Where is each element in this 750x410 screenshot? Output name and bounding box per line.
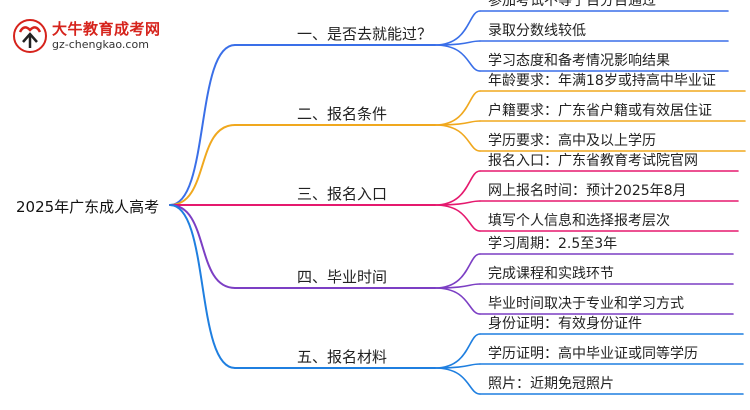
root-node-label: 2025年广东成人高考 <box>16 198 160 216</box>
leaf-label: 身份证明：有效身份证件 <box>488 316 642 332</box>
leaf-connector <box>434 10 481 46</box>
leaf-label: 学习态度和备考情况影响结果 <box>488 53 670 69</box>
leaf-label: 学历要求：高中及以上学历 <box>488 133 656 149</box>
branch-connector <box>169 44 236 206</box>
branch-connector <box>169 124 236 206</box>
leaf-connector <box>434 124 481 152</box>
logo-domain: gz-chengkao.com <box>52 38 149 51</box>
leaf-connector <box>434 363 481 369</box>
branch-label: 一、是否去就能过？ <box>297 25 433 43</box>
leaf-label: 年龄要求：年满18岁或持高中毕业证 <box>488 73 716 89</box>
leaf-label: 毕业时间取决于专业和学习方式 <box>488 296 684 312</box>
leaf-connector <box>434 287 481 315</box>
leaf-label: 照片：近期免冠照片 <box>488 376 614 392</box>
leaf-label: 报名入口：广东省教育考试院官网 <box>488 153 698 169</box>
leaf-connector <box>434 170 481 206</box>
leaf-connector <box>434 283 481 289</box>
leaf-connector <box>434 44 481 72</box>
leaf-connector <box>434 120 481 126</box>
bull-logo-icon <box>13 19 47 53</box>
leaf-connector <box>434 90 481 126</box>
leaf-label: 学习周期：2.5至3年 <box>488 236 618 252</box>
branch-connector <box>169 204 236 289</box>
branch-label: 五、报名材料 <box>297 348 388 366</box>
leaf-label: 网上报名时间：预计2025年8月 <box>488 183 687 199</box>
branch-label: 四、毕业时间 <box>297 268 388 286</box>
leaf-label: 填写个人信息和选择报考层次 <box>488 213 670 229</box>
branch-label: 三、报名入口 <box>297 185 388 203</box>
leaf-label: 户籍要求：广东省户籍或有效居住证 <box>488 103 712 119</box>
branch-label: 二、报名条件 <box>297 105 388 123</box>
leaf-label: 参加考试不等于百分百通过 <box>488 0 656 9</box>
leaf-connector <box>434 333 481 369</box>
leaf-connector <box>434 200 481 206</box>
leaf-label: 学历证明：高中毕业证或同等学历 <box>488 346 698 362</box>
leaf-label: 完成课程和实践环节 <box>488 266 614 282</box>
site-logo: 大牛教育成考网 gz-chengkao.com <box>10 16 210 56</box>
leaf-connector <box>434 204 481 232</box>
leaf-connector <box>434 367 481 395</box>
leaf-label: 录取分数线较低 <box>488 23 586 39</box>
leaf-connector <box>434 253 481 289</box>
leaf-connector <box>434 40 481 46</box>
logo-title: 大牛教育成考网 <box>52 20 161 38</box>
branch-connector <box>169 204 236 369</box>
